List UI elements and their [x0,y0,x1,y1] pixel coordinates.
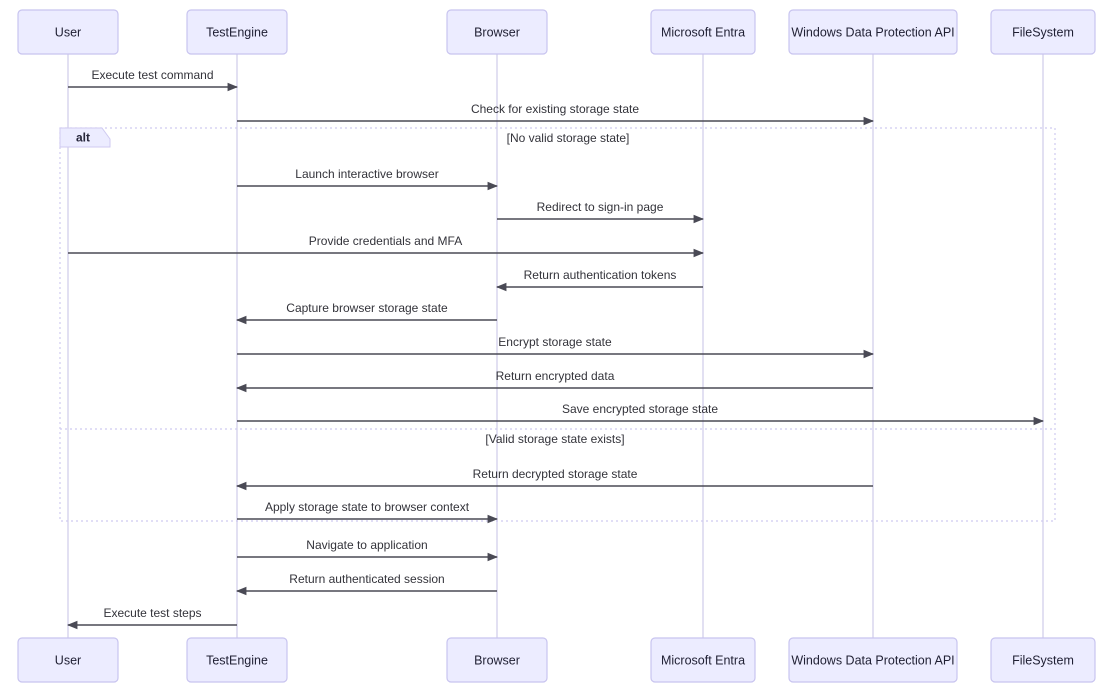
message-4: Provide credentials and MFA [68,234,705,258]
participant-label: Browser [474,653,520,667]
lifelines-group [67,54,1044,638]
participant-dpapi-top[interactable]: Windows Data Protection API [788,9,958,55]
message-label: Check for existing storage state [471,102,639,116]
message-0: Execute test command [68,68,239,92]
message-2: Launch interactive browser [237,167,499,191]
participant-label: User [55,653,81,667]
participant-label: Windows Data Protection API [791,653,954,667]
participant-engine-top[interactable]: TestEngine [186,9,288,55]
participant-label: TestEngine [206,25,268,39]
fragment-condition-0: [No valid storage state] [507,131,630,145]
message-9: Save encrypted storage state [237,402,1045,426]
message-label: Launch interactive browser [295,167,438,181]
participant-fs-top[interactable]: FileSystem [990,9,1096,55]
participant-browser-bottom[interactable]: Browser [446,637,548,683]
fragment-operator-tag [59,127,111,148]
message-label: Return encrypted data [496,369,615,383]
message-7: Encrypt storage state [237,335,875,359]
message-1: Check for existing storage state [237,102,875,126]
message-6: Capture browser storage state [235,301,497,325]
participant-label: Windows Data Protection API [791,25,954,39]
participant-label: FileSystem [1012,653,1074,667]
message-label: Return authentication tokens [524,268,677,282]
message-label: Execute test command [91,68,213,82]
message-label: Return authenticated session [289,572,444,586]
participant-fs-bottom[interactable]: FileSystem [990,637,1096,683]
fragment-condition-1: [Valid storage state exists] [485,432,624,446]
fragment-alt-storage-state: alt [No valid storage state] [Valid storag… [59,127,1056,522]
message-12: Navigate to application [237,538,499,562]
participant-dpapi-bottom[interactable]: Windows Data Protection API [788,637,958,683]
message-label: Return decrypted storage state [473,467,638,481]
fragments-group: alt [No valid storage state] [Valid storag… [59,127,1056,522]
message-10: Return decrypted storage state [235,467,873,491]
message-label: Redirect to sign-in page [537,200,664,214]
participant-browser-top[interactable]: Browser [446,9,548,55]
participant-user-bottom[interactable]: User [17,637,119,683]
participants-bottom: User TestEngine Browser Microsoft Entra Wind… [17,637,1096,683]
participant-label: User [55,25,81,39]
participant-engine-bottom[interactable]: TestEngine [186,637,288,683]
message-label: Execute test steps [103,606,201,620]
message-label: Apply storage state to browser context [265,500,470,514]
participant-label: Microsoft Entra [661,25,745,39]
message-14: Execute test steps [66,606,237,630]
message-label: Save encrypted storage state [562,402,718,416]
message-8: Return encrypted data [235,369,873,393]
participant-user-top[interactable]: User [17,9,119,55]
message-label: Encrypt storage state [498,335,612,349]
fragment-operator-label: alt [76,131,90,145]
participant-entra-top[interactable]: Microsoft Entra [650,9,756,55]
message-label: Provide credentials and MFA [309,234,462,248]
message-label: Capture browser storage state [286,301,448,315]
participant-label: Browser [474,25,520,39]
message-13: Return authenticated session [235,572,497,596]
participant-label: TestEngine [206,653,268,667]
participant-label: FileSystem [1012,25,1074,39]
participant-entra-bottom[interactable]: Microsoft Entra [650,637,756,683]
message-11: Apply storage state to browser context [237,500,499,524]
message-label: Navigate to application [306,538,427,552]
participant-label: Microsoft Entra [661,653,745,667]
message-5: Return authentication tokens [495,268,703,292]
participants-top: User TestEngine Browser Microsoft Entra Wind… [17,9,1096,55]
message-3: Redirect to sign-in page [497,200,705,224]
